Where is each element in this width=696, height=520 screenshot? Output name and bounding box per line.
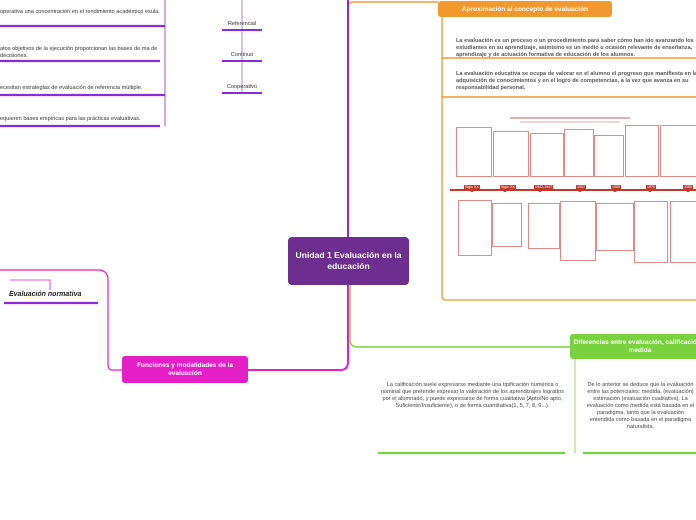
timeline-card — [660, 125, 696, 177]
timeline-card — [625, 125, 659, 177]
label-continuo[interactable]: Continuo — [212, 52, 272, 58]
left-item-3[interactable]: ecesitan estrategias de evaluación de re… — [0, 85, 165, 92]
aprox-paragraph-1[interactable]: La evaluación es un proceso o un procedi… — [456, 38, 696, 59]
timeline-card — [634, 201, 668, 263]
aprox-paragraph-2[interactable]: La evaluación educativa se ocupa de valo… — [456, 71, 696, 92]
timeline-year: Siglo XX — [464, 185, 480, 189]
label-referencial[interactable]: Referencial — [212, 21, 272, 27]
evaluacion-normativa[interactable]: Evaluación normativa — [9, 291, 81, 298]
left-item-2[interactable]: atos objetivos de la ejecución proporcio… — [0, 46, 165, 60]
diferencias-paragraph-1[interactable]: La calificación suele expresarse mediant… — [380, 382, 565, 410]
timeline-year: 1970 — [646, 185, 656, 189]
timeline-year: Siglo XX — [500, 185, 516, 189]
timeline-card — [594, 135, 624, 177]
topic-diferencias-label: Diferencias entre evaluación, calificaci… — [570, 339, 696, 355]
topic-diferencias[interactable]: Diferencias entre evaluación, calificaci… — [570, 334, 696, 359]
timeline-card — [564, 129, 594, 177]
timeline-year: 1942-1947 — [534, 185, 553, 189]
timeline-card — [530, 133, 564, 177]
left-item-1[interactable]: operativa una concentración en el rendim… — [0, 9, 165, 16]
timeline-card — [493, 131, 529, 177]
central-topic[interactable]: Unidad 1 Evaluación en la educación — [288, 237, 409, 285]
timeline-year: 1985 — [683, 185, 693, 189]
timeline-card — [670, 201, 696, 263]
timeline-card — [492, 203, 522, 247]
timeline-card — [528, 203, 560, 249]
central-topic-label: Unidad 1 Evaluación en la educación — [288, 250, 409, 272]
timeline-card — [456, 127, 492, 177]
timeline-card — [560, 201, 596, 261]
timeline-card — [596, 203, 634, 251]
topic-aproximacion-label: Aproximación al concepto de evaluación — [462, 6, 588, 13]
timeline-image[interactable]: Siglo XX Siglo XX 1942-1947 1957 1960 19… — [450, 113, 696, 290]
topic-aproximacion[interactable]: Aproximación al concepto de evaluación — [438, 1, 612, 17]
diferencias-paragraph-2[interactable]: De lo anterior se deduce que la evaluaci… — [585, 382, 696, 444]
left-item-4[interactable]: equieren bases empíricas para las prácti… — [0, 116, 165, 123]
topic-funciones[interactable]: Funciones y modalidades de la evaluación — [122, 356, 248, 383]
timeline-year: 1957 — [576, 185, 586, 189]
topic-funciones-label: Funciones y modalidades de la evaluación — [122, 362, 248, 378]
timeline-year: 1960 — [611, 185, 621, 189]
timeline-card — [458, 200, 492, 256]
label-cooperativo[interactable]: Cooperativo — [212, 84, 272, 90]
